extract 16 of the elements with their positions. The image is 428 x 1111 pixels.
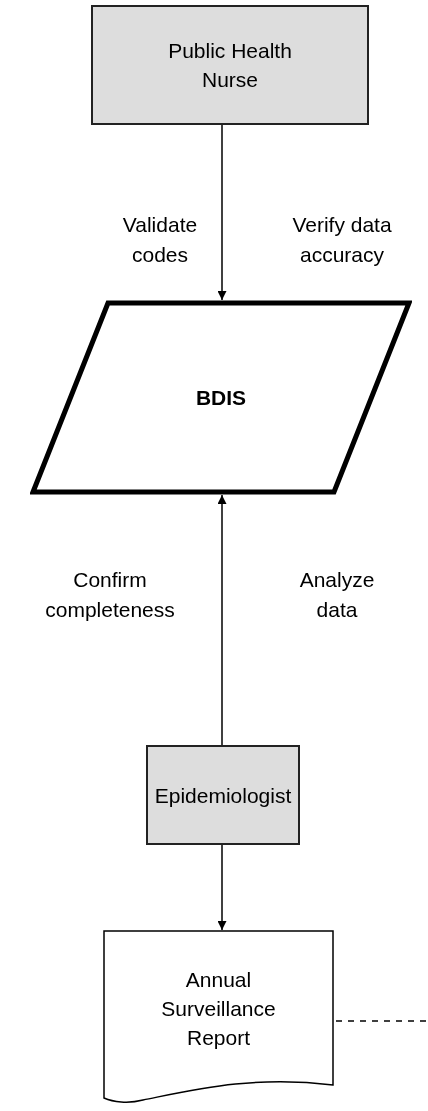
node-label: Annual Surveillance Report	[160, 967, 277, 1051]
node-label: Public Health Nurse	[167, 38, 293, 93]
dashed-line	[335, 1020, 428, 1022]
process-box	[146, 745, 300, 845]
process-box	[91, 5, 369, 125]
step-label: Verify data accuracy	[291, 212, 393, 268]
data-parallelogram	[30, 300, 412, 495]
step-label: Analyze data	[298, 567, 376, 623]
arrow	[217, 844, 227, 931]
node-label: BDIS	[195, 385, 247, 411]
arrow	[217, 124, 227, 301]
arrow	[217, 494, 227, 746]
node-label: Epidemiologist	[154, 782, 292, 809]
step-label: Confirm completeness	[44, 567, 176, 623]
step-label: Validate codes	[121, 212, 199, 268]
document-shape	[103, 930, 334, 1105]
